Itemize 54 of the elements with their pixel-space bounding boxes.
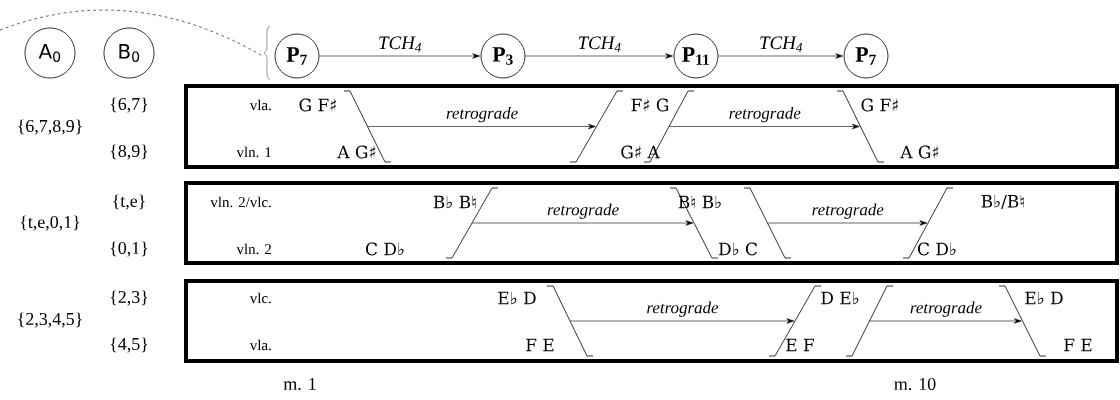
pitch-label: F♯ G xyxy=(631,98,669,112)
arrow xyxy=(471,220,694,226)
pitch-label: A G♯ xyxy=(337,145,376,159)
set-label: {2,3,4,5} xyxy=(18,312,82,328)
pitch-label: G♯ A xyxy=(621,145,660,159)
edge-label: retrograde xyxy=(446,106,518,123)
arrow xyxy=(367,123,596,130)
pitch-label: F E xyxy=(526,338,554,352)
arrow xyxy=(668,123,860,130)
set-label: {t,e} xyxy=(113,194,145,210)
pitch-label: D E♭ xyxy=(821,291,859,305)
edge-label: retrograde xyxy=(647,301,719,317)
connector-curve xyxy=(0,9,263,57)
set-label: {t,e,0,1} xyxy=(20,215,80,231)
pitch-label: F E xyxy=(1064,338,1092,352)
edge-label: retrograde xyxy=(812,203,884,219)
pitch-label: E♭ D xyxy=(498,291,536,305)
edge-label: TCH$_{4}$ xyxy=(760,36,803,52)
set-label: {6,7} xyxy=(110,97,148,113)
arrow xyxy=(869,318,1022,324)
arrow xyxy=(319,53,480,59)
pitch-label: D♭ C xyxy=(719,242,757,256)
instrument-label: vln. 1 xyxy=(236,146,271,158)
pitch-label: B♭/B♮ xyxy=(981,195,1024,209)
edge-label: retrograde xyxy=(547,203,619,219)
instrument-label: vln. 2 xyxy=(236,243,271,255)
set-label: {2,3} xyxy=(110,290,148,306)
pitch-label: E F xyxy=(786,338,815,352)
arrow xyxy=(718,53,843,59)
arrow xyxy=(767,220,928,226)
edge-label: TCH$_{4}$ xyxy=(379,36,422,52)
instrument-label: vln. 2/vlc. xyxy=(210,196,271,208)
set-label: {4,5} xyxy=(110,337,148,353)
instrument-label: vlc. xyxy=(249,292,271,304)
set-label: {8,9} xyxy=(110,144,148,160)
edge-label: TCH$_{4}$ xyxy=(578,36,621,52)
pitch-label: A G♯ xyxy=(900,145,939,159)
instrument-label: vla. xyxy=(249,339,271,351)
arrow xyxy=(569,318,795,324)
pitch-label: G F♯ xyxy=(861,98,898,112)
arrow xyxy=(525,53,673,59)
pitch-label: E♭ D xyxy=(1025,291,1063,305)
measure-label: m. 1 xyxy=(283,377,316,391)
measure-label: m. 10 xyxy=(894,377,936,391)
pitch-label: G F♯ xyxy=(299,98,336,112)
edge-label: retrograde xyxy=(910,301,982,317)
pitch-label: C D♭ xyxy=(918,242,956,256)
pitch-label: B♮ B♭ xyxy=(678,195,721,209)
instrument-label: vla. xyxy=(249,99,271,111)
set-label: {0,1} xyxy=(110,241,148,257)
pitch-label: C D♭ xyxy=(366,242,404,256)
pitch-label: B♭ B♮ xyxy=(433,195,476,209)
set-label: {6,7,8,9} xyxy=(18,119,82,135)
edge-label: retrograde xyxy=(729,106,801,123)
